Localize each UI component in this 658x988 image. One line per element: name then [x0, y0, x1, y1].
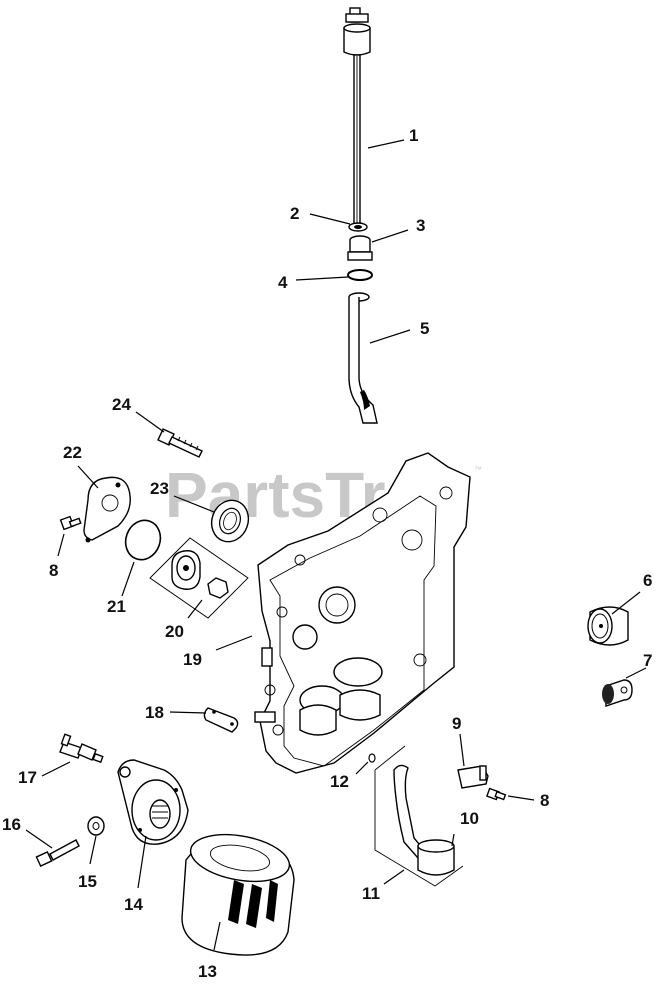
part-bracket-11[interactable]: [374, 745, 464, 887]
part-washer-2[interactable]: [348, 222, 368, 232]
callout-17: 17: [18, 768, 37, 787]
part-cover-22[interactable]: [83, 476, 131, 543]
callout-5: 5: [420, 319, 429, 338]
callout-18: 18: [145, 703, 164, 722]
part-o-ring-4[interactable]: [347, 269, 373, 281]
callout-13: 13: [198, 962, 217, 981]
callout-8-left: 8: [49, 561, 58, 580]
part-screw-8-left[interactable]: [59, 515, 82, 531]
part-gasket-18[interactable]: [203, 707, 239, 733]
part-fitting-3[interactable]: [347, 235, 373, 261]
leader-lines: [25, 139, 647, 951]
callout-11: 11: [362, 884, 380, 903]
part-bolt-24[interactable]: [157, 428, 203, 458]
callout-9: 9: [452, 714, 461, 733]
part-closure-plate-19[interactable]: [254, 452, 471, 774]
watermark-trademark: ™: [474, 465, 482, 474]
callout-6: 6: [643, 571, 652, 590]
callout-20: 20: [165, 622, 184, 641]
callout-14: 14: [124, 895, 143, 914]
part-dipstick[interactable]: [343, 7, 371, 226]
callout-22: 22: [63, 443, 82, 462]
callout-10: 10: [460, 809, 479, 828]
callout-21: 21: [107, 597, 126, 616]
callout-1: 1: [409, 126, 418, 145]
part-filter-adapter-14[interactable]: [117, 759, 189, 845]
callout-24: 24: [112, 395, 131, 414]
callout-19: 19: [183, 650, 202, 669]
part-o-ring-12[interactable]: [368, 753, 376, 763]
callout-23: 23: [150, 479, 169, 498]
callout-7: 7: [643, 651, 652, 670]
callout-12: 12: [330, 772, 349, 791]
part-screw-8-right[interactable]: [486, 787, 507, 801]
part-clip-9[interactable]: [457, 765, 489, 789]
callout-15: 15: [78, 872, 97, 891]
part-sensor-17[interactable]: [59, 733, 104, 764]
part-bushing-6[interactable]: [587, 606, 629, 646]
part-pickup-10[interactable]: [417, 839, 455, 876]
part-bolt-16[interactable]: [35, 839, 80, 867]
part-seal-23[interactable]: [206, 495, 254, 547]
part-oil-filter-13[interactable]: [181, 828, 295, 956]
part-washer-15[interactable]: [87, 816, 105, 836]
callout-2: 2: [290, 204, 299, 223]
callout-16: 16: [2, 815, 21, 834]
callout-labels: 1 2 3 4 5 6 7 8 8 9 10 11 12 13 14 15 16…: [2, 126, 652, 981]
callout-4: 4: [278, 273, 288, 292]
part-o-ring-21[interactable]: [120, 515, 166, 564]
part-dipstick-tube[interactable]: [348, 292, 378, 424]
callout-3: 3: [416, 216, 425, 235]
callout-8-right: 8: [540, 791, 549, 810]
part-shaft-7[interactable]: [602, 679, 633, 707]
part-rotor-set-20[interactable]: [149, 537, 249, 619]
